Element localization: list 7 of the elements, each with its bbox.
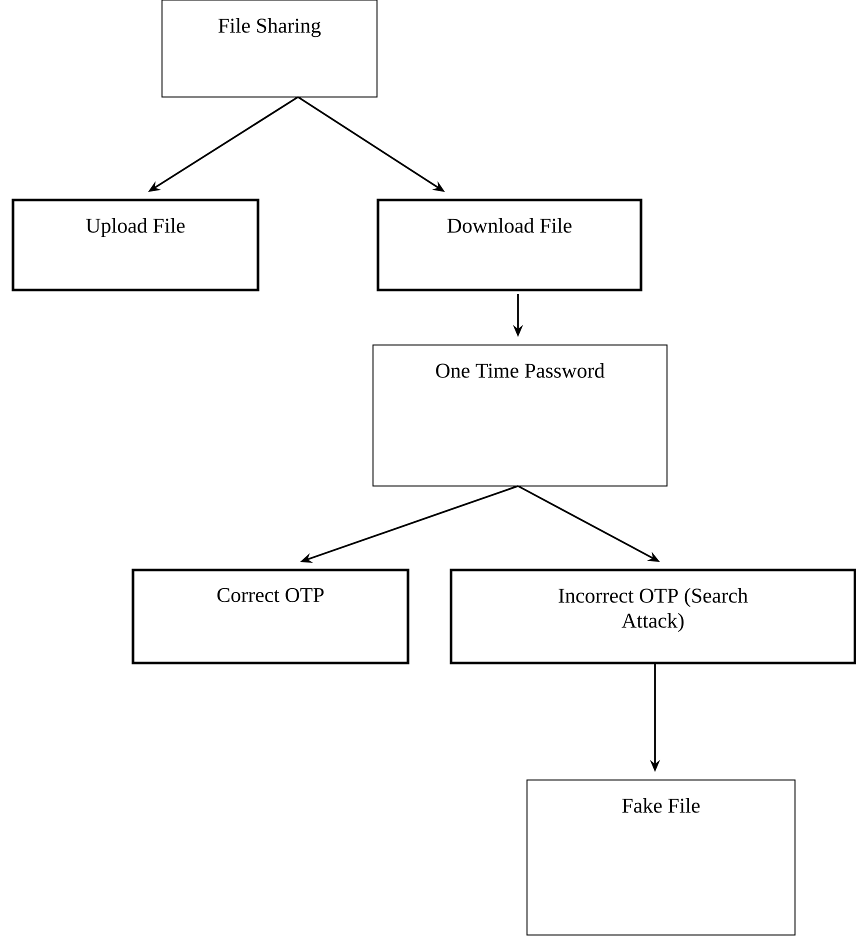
process-box: Correct OTP (132, 568, 410, 664)
process-box: Download File (376, 198, 642, 292)
process-box: Incorrect OTP (Search Attack) (450, 568, 856, 664)
process-box: One Time Password (372, 344, 668, 486)
process-box: File Sharing (162, 0, 378, 98)
process-box: Fake File (526, 780, 796, 936)
process-box: Upload File (12, 198, 260, 292)
